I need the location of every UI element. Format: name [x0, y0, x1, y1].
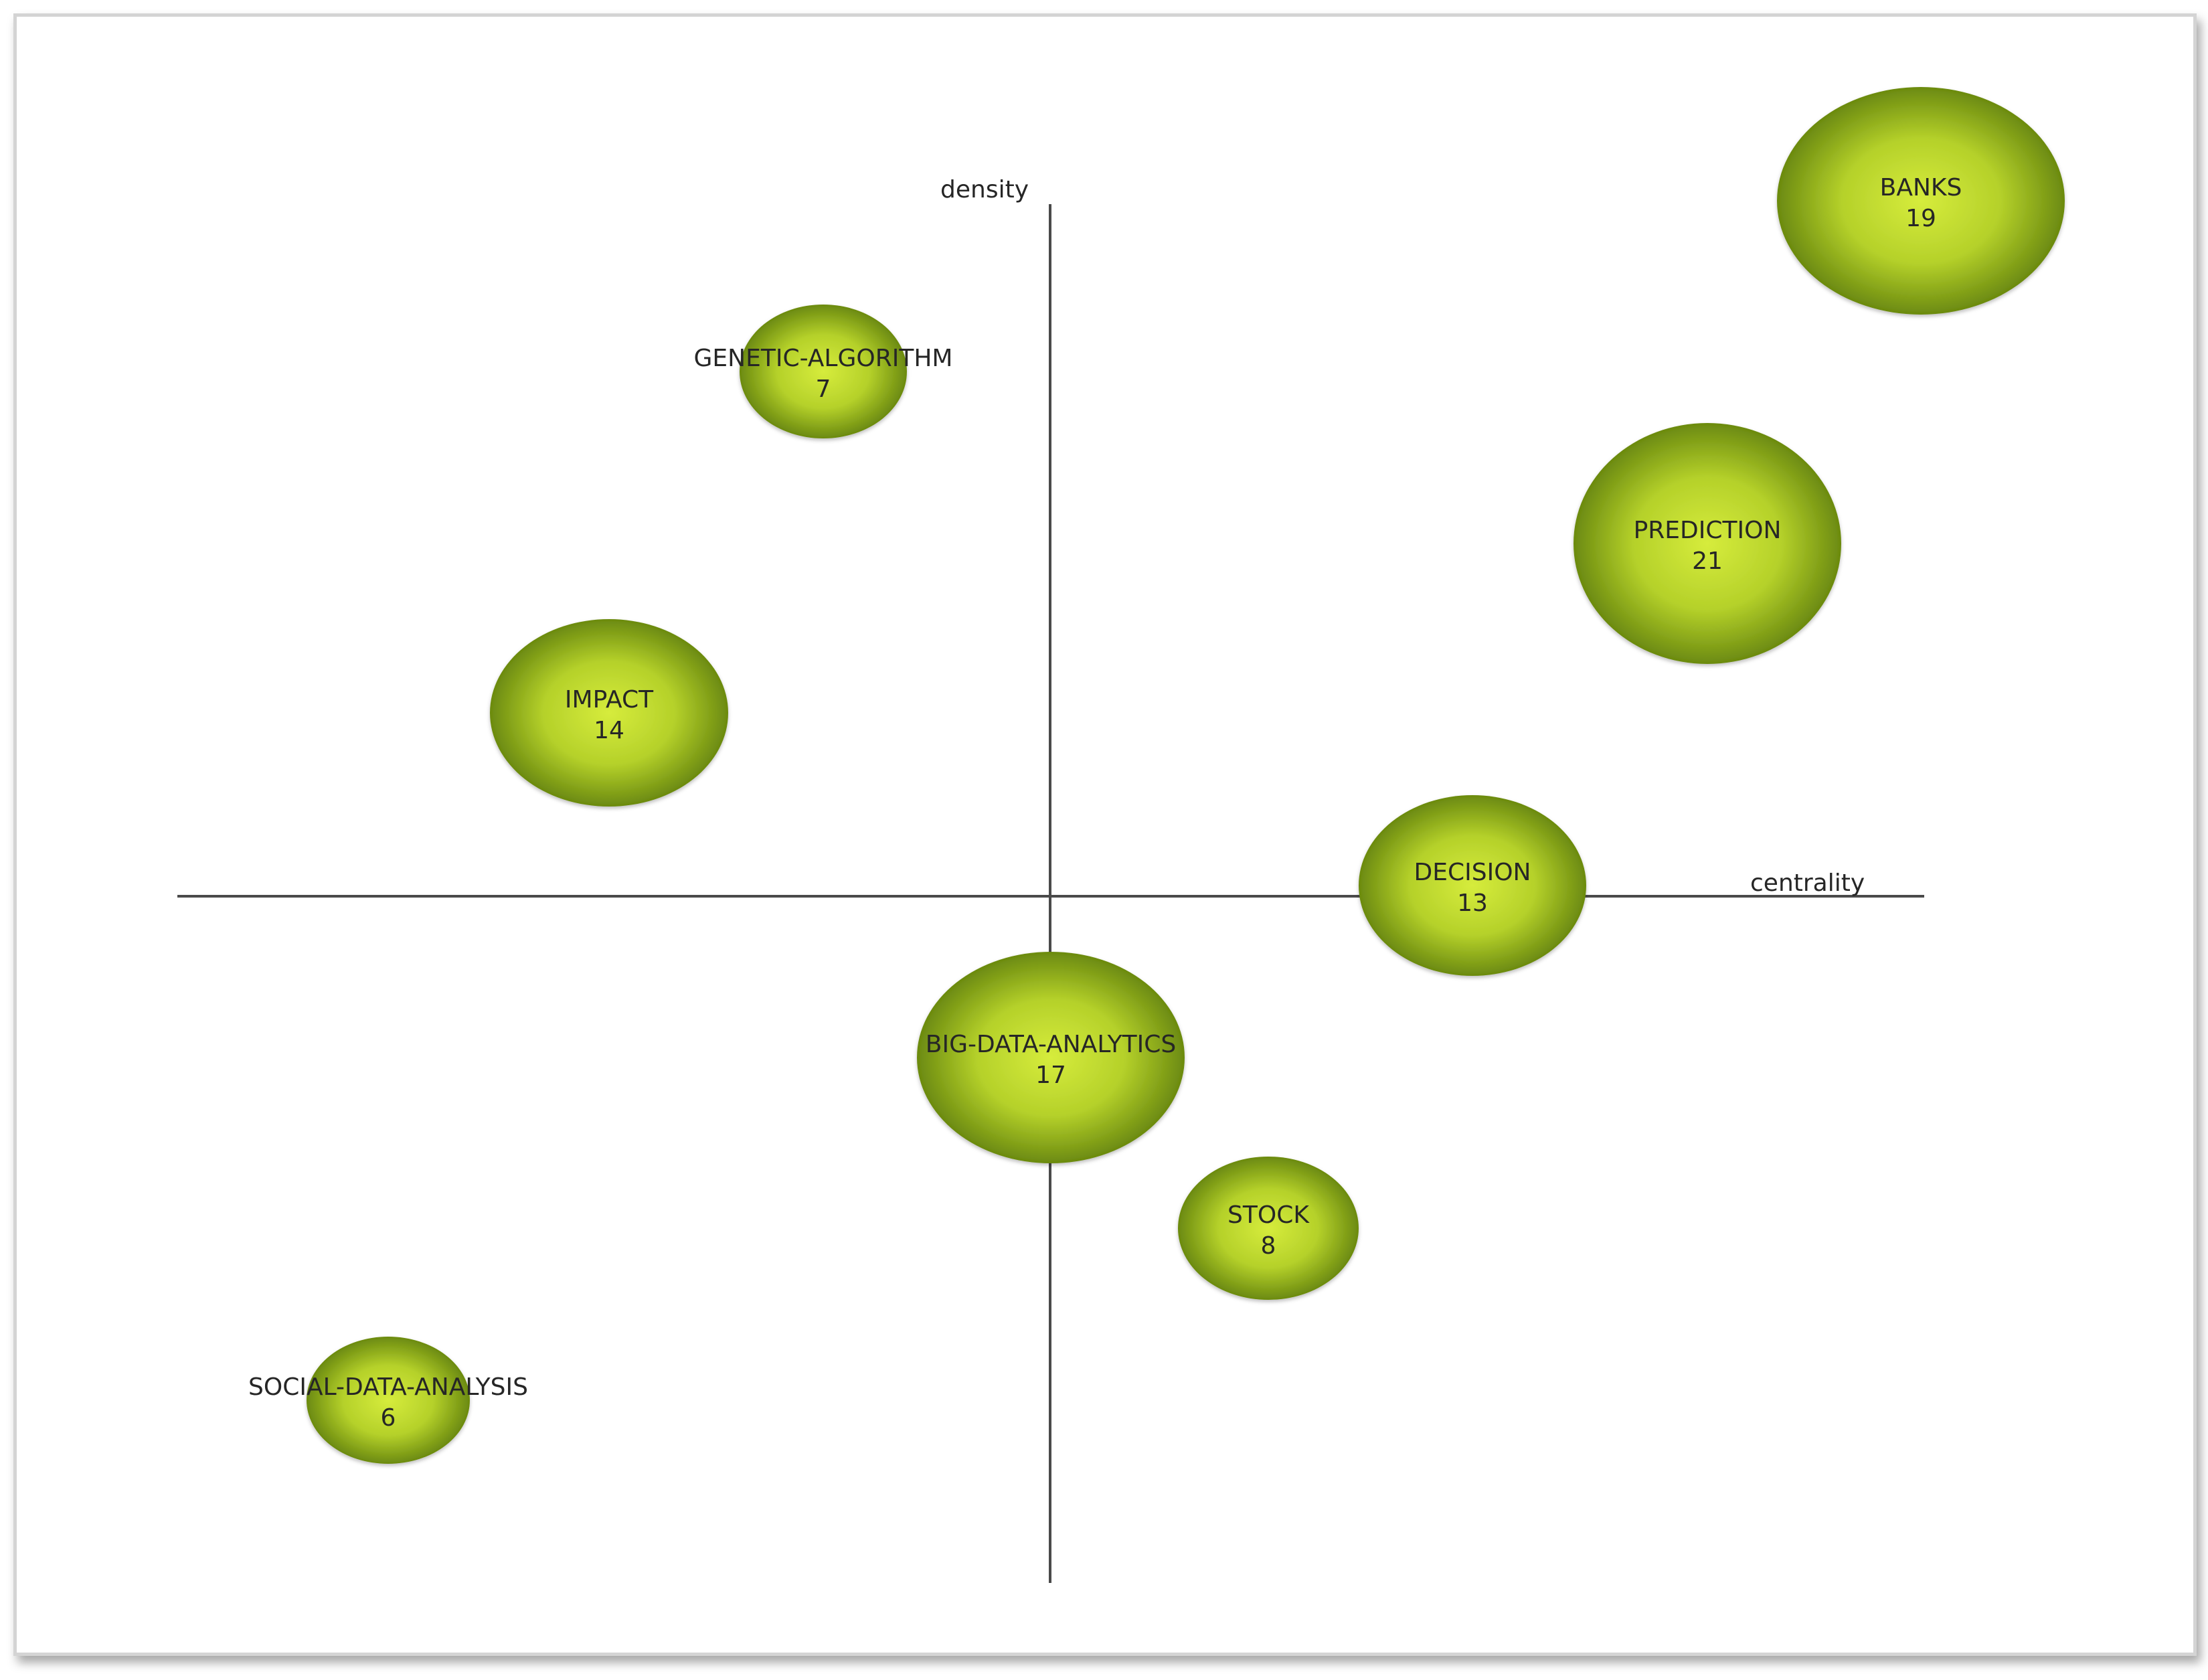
- bubble-value: 13: [1457, 890, 1488, 917]
- bubble-stock: STOCK 8: [1178, 1157, 1359, 1300]
- bubble-social-data-analysis: SOCIAL-DATA-ANALYSIS 6: [248, 1337, 528, 1464]
- bubble-label: PREDICTION: [1634, 517, 1782, 544]
- y-axis-title: density: [940, 176, 1029, 203]
- bubble-label: DECISION: [1414, 859, 1531, 886]
- bubble-value: 7: [816, 375, 831, 403]
- bubble-decision: DECISION 13: [1359, 795, 1586, 976]
- bubble-mark: [1574, 423, 1841, 664]
- bubble-mark: [917, 952, 1185, 1163]
- bubble-label: IMPACT: [565, 686, 654, 713]
- bubble-value: 8: [1261, 1232, 1276, 1260]
- x-axis-title: centrality: [1750, 869, 1865, 897]
- bubble-mark: [1777, 87, 2065, 315]
- bubble-label: BANKS: [1880, 174, 1962, 201]
- bubble-big-data-analytics: BIG-DATA-ANALYTICS 17: [917, 952, 1185, 1163]
- bubble-mark: [490, 619, 728, 807]
- bubble-value: 14: [594, 717, 624, 744]
- bubble-value: 17: [1035, 1062, 1066, 1089]
- bubble-genetic-algorithm: GENETIC-ALGORITHM 7: [694, 305, 953, 438]
- bubble-mark: [1178, 1157, 1359, 1300]
- bubble-chart: centrality density BANKS 19GENETIC-ALGORI…: [177, 87, 2065, 1583]
- bubble-impact: IMPACT 14: [490, 619, 728, 807]
- bubble-mark: [307, 1337, 470, 1464]
- bubble-value: 21: [1692, 548, 1723, 575]
- bubble-value: 19: [1905, 205, 1936, 232]
- bubble-label: GENETIC-ALGORITHM: [694, 345, 953, 372]
- bubble-banks: BANKS 19: [1777, 87, 2065, 315]
- bubble-label: SOCIAL-DATA-ANALYSIS: [248, 1373, 528, 1401]
- bubble-label: BIG-DATA-ANALYTICS: [926, 1031, 1176, 1058]
- bubble-label: STOCK: [1227, 1201, 1310, 1229]
- bubble-value: 6: [381, 1404, 396, 1432]
- bubble-mark: [740, 305, 907, 438]
- bubble-mark: [1359, 795, 1586, 976]
- bubble-prediction: PREDICTION 21: [1574, 423, 1841, 664]
